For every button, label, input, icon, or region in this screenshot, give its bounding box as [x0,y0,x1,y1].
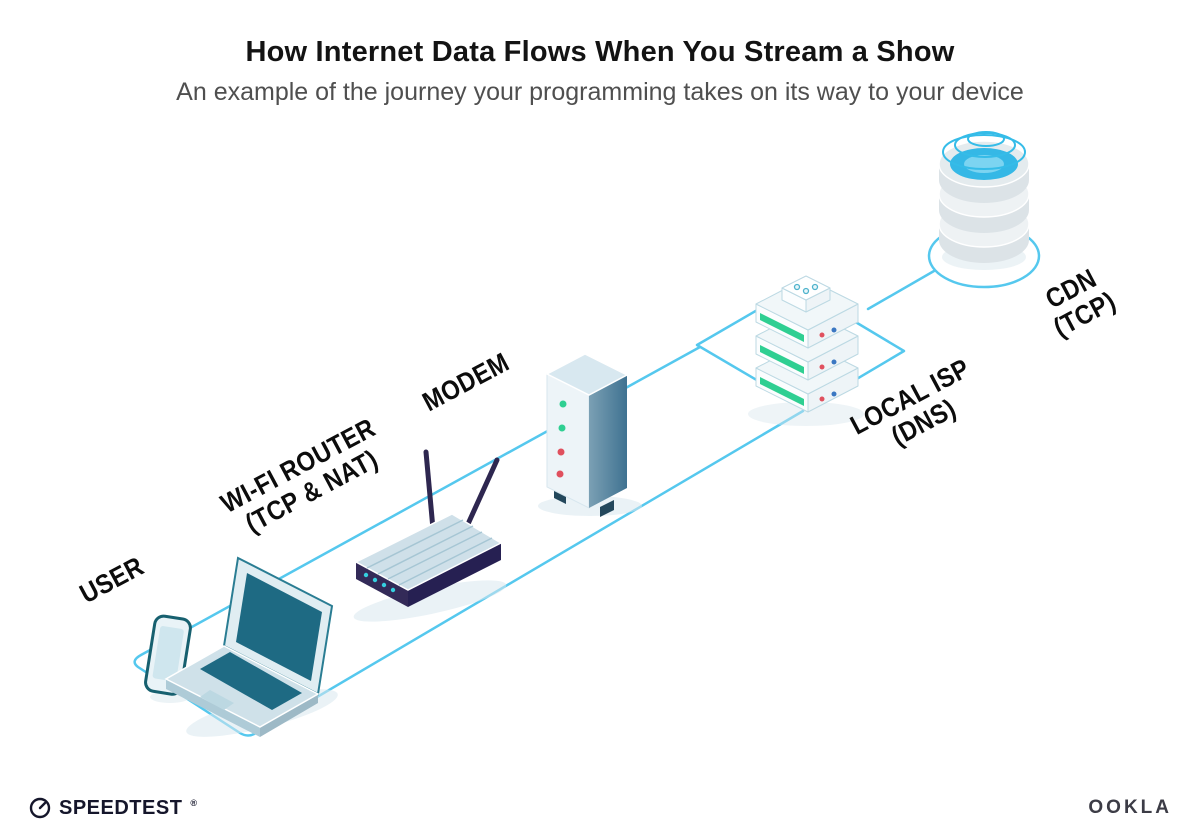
cdn-swirl-rings [942,131,1026,170]
isp-server-icon [755,275,859,413]
speedtest-wordmark: SPEEDTEST [59,796,183,819]
speedtest-trademark: ® [190,798,198,808]
modem-leds [556,400,567,478]
flow-cdn-connector [866,269,936,311]
header: How Internet Data Flows When You Stream … [0,36,1200,107]
footer: SPEEDTEST ® OOKLA [0,796,1200,820]
speedtest-gauge-icon [29,797,51,819]
router-leds [363,572,396,593]
laptop-icon [164,556,334,737]
user-devices [144,556,334,737]
router-antenna-right [460,457,500,538]
modem-icon [545,353,629,517]
cdn-database-icon [938,131,1030,263]
page-title: How Internet Data Flows When You Stream … [245,36,955,68]
speedtest-logo: SPEEDTEST ® [28,796,197,820]
page-subtitle: An example of the journey your programmi… [176,78,1024,106]
router-icon [354,449,503,607]
ookla-logo: OOKLA [1088,797,1172,818]
